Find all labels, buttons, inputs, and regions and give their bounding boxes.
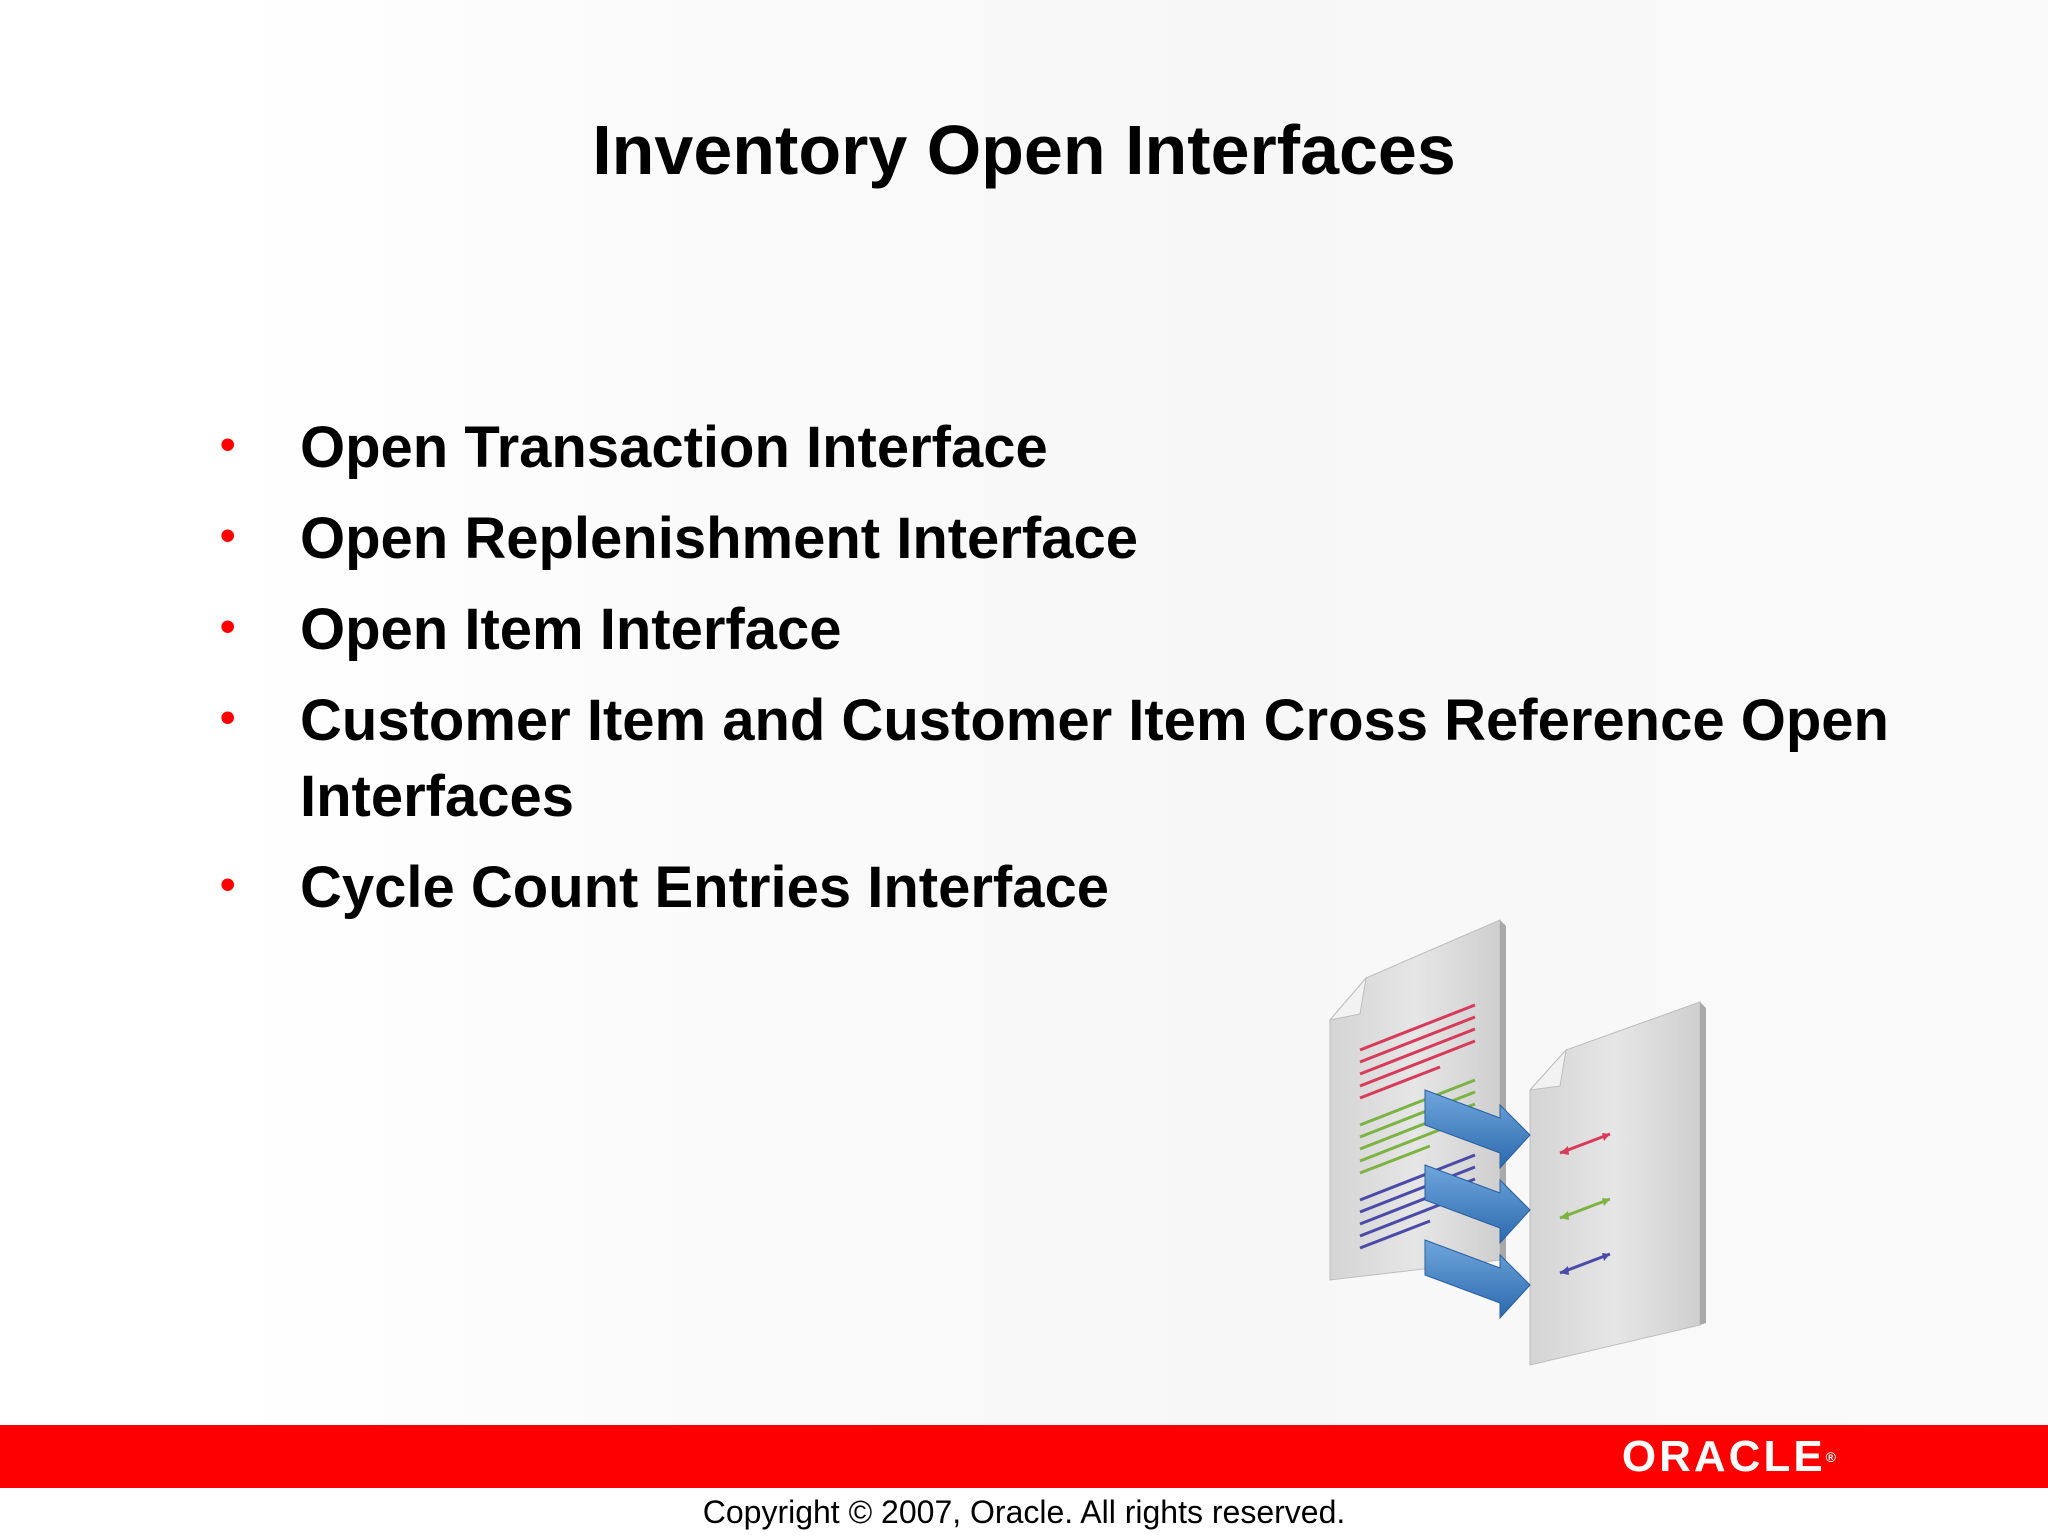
oracle-logo-text: ORACLE (1621, 1432, 1826, 1481)
source-document-icon (1328, 919, 1506, 1281)
slide-title: Inventory Open Interfaces (592, 111, 1456, 189)
bullet-item: • Open Transaction Interface (220, 410, 1920, 486)
registered-mark: ® (1825, 1449, 1836, 1465)
transfer-arrow-icons (1424, 1089, 1531, 1320)
bullet-text: Cycle Count Entries Interface (300, 855, 1109, 920)
bullet-text: Open Item Interface (300, 597, 842, 662)
document-transfer-arrows-icon (1328, 919, 1706, 1366)
bullet-dot-icon: • (220, 511, 236, 560)
bullet-text: Customer Item and Customer Item Cross Re… (300, 688, 1889, 829)
footer-bar: ORACLE® (0, 1425, 2048, 1488)
target-document-icon (1528, 1001, 1706, 1366)
bullet-dot-icon: • (220, 693, 236, 742)
bullet-item: • Customer Item and Customer Item Cross … (220, 683, 1920, 835)
bullet-list: • Open Transaction Interface • Open Repl… (220, 410, 1920, 941)
bullet-item: • Open Replenishment Interface (220, 501, 1920, 577)
bullet-item: • Cycle Count Entries Interface (220, 850, 1920, 926)
slide-background (0, 0, 2048, 1425)
bullet-text: Open Replenishment Interface (300, 506, 1138, 571)
bullet-dot-icon: • (220, 420, 236, 469)
copyright-notice: Copyright © 2007, Oracle. All rights res… (702, 1494, 1346, 1530)
bullet-dot-icon: • (220, 602, 236, 651)
bullet-text: Open Transaction Interface (300, 415, 1048, 480)
bullet-dot-icon: • (220, 860, 236, 909)
bullet-item: • Open Item Interface (220, 592, 1920, 668)
oracle-logo: ORACLE® (1622, 1435, 1836, 1479)
